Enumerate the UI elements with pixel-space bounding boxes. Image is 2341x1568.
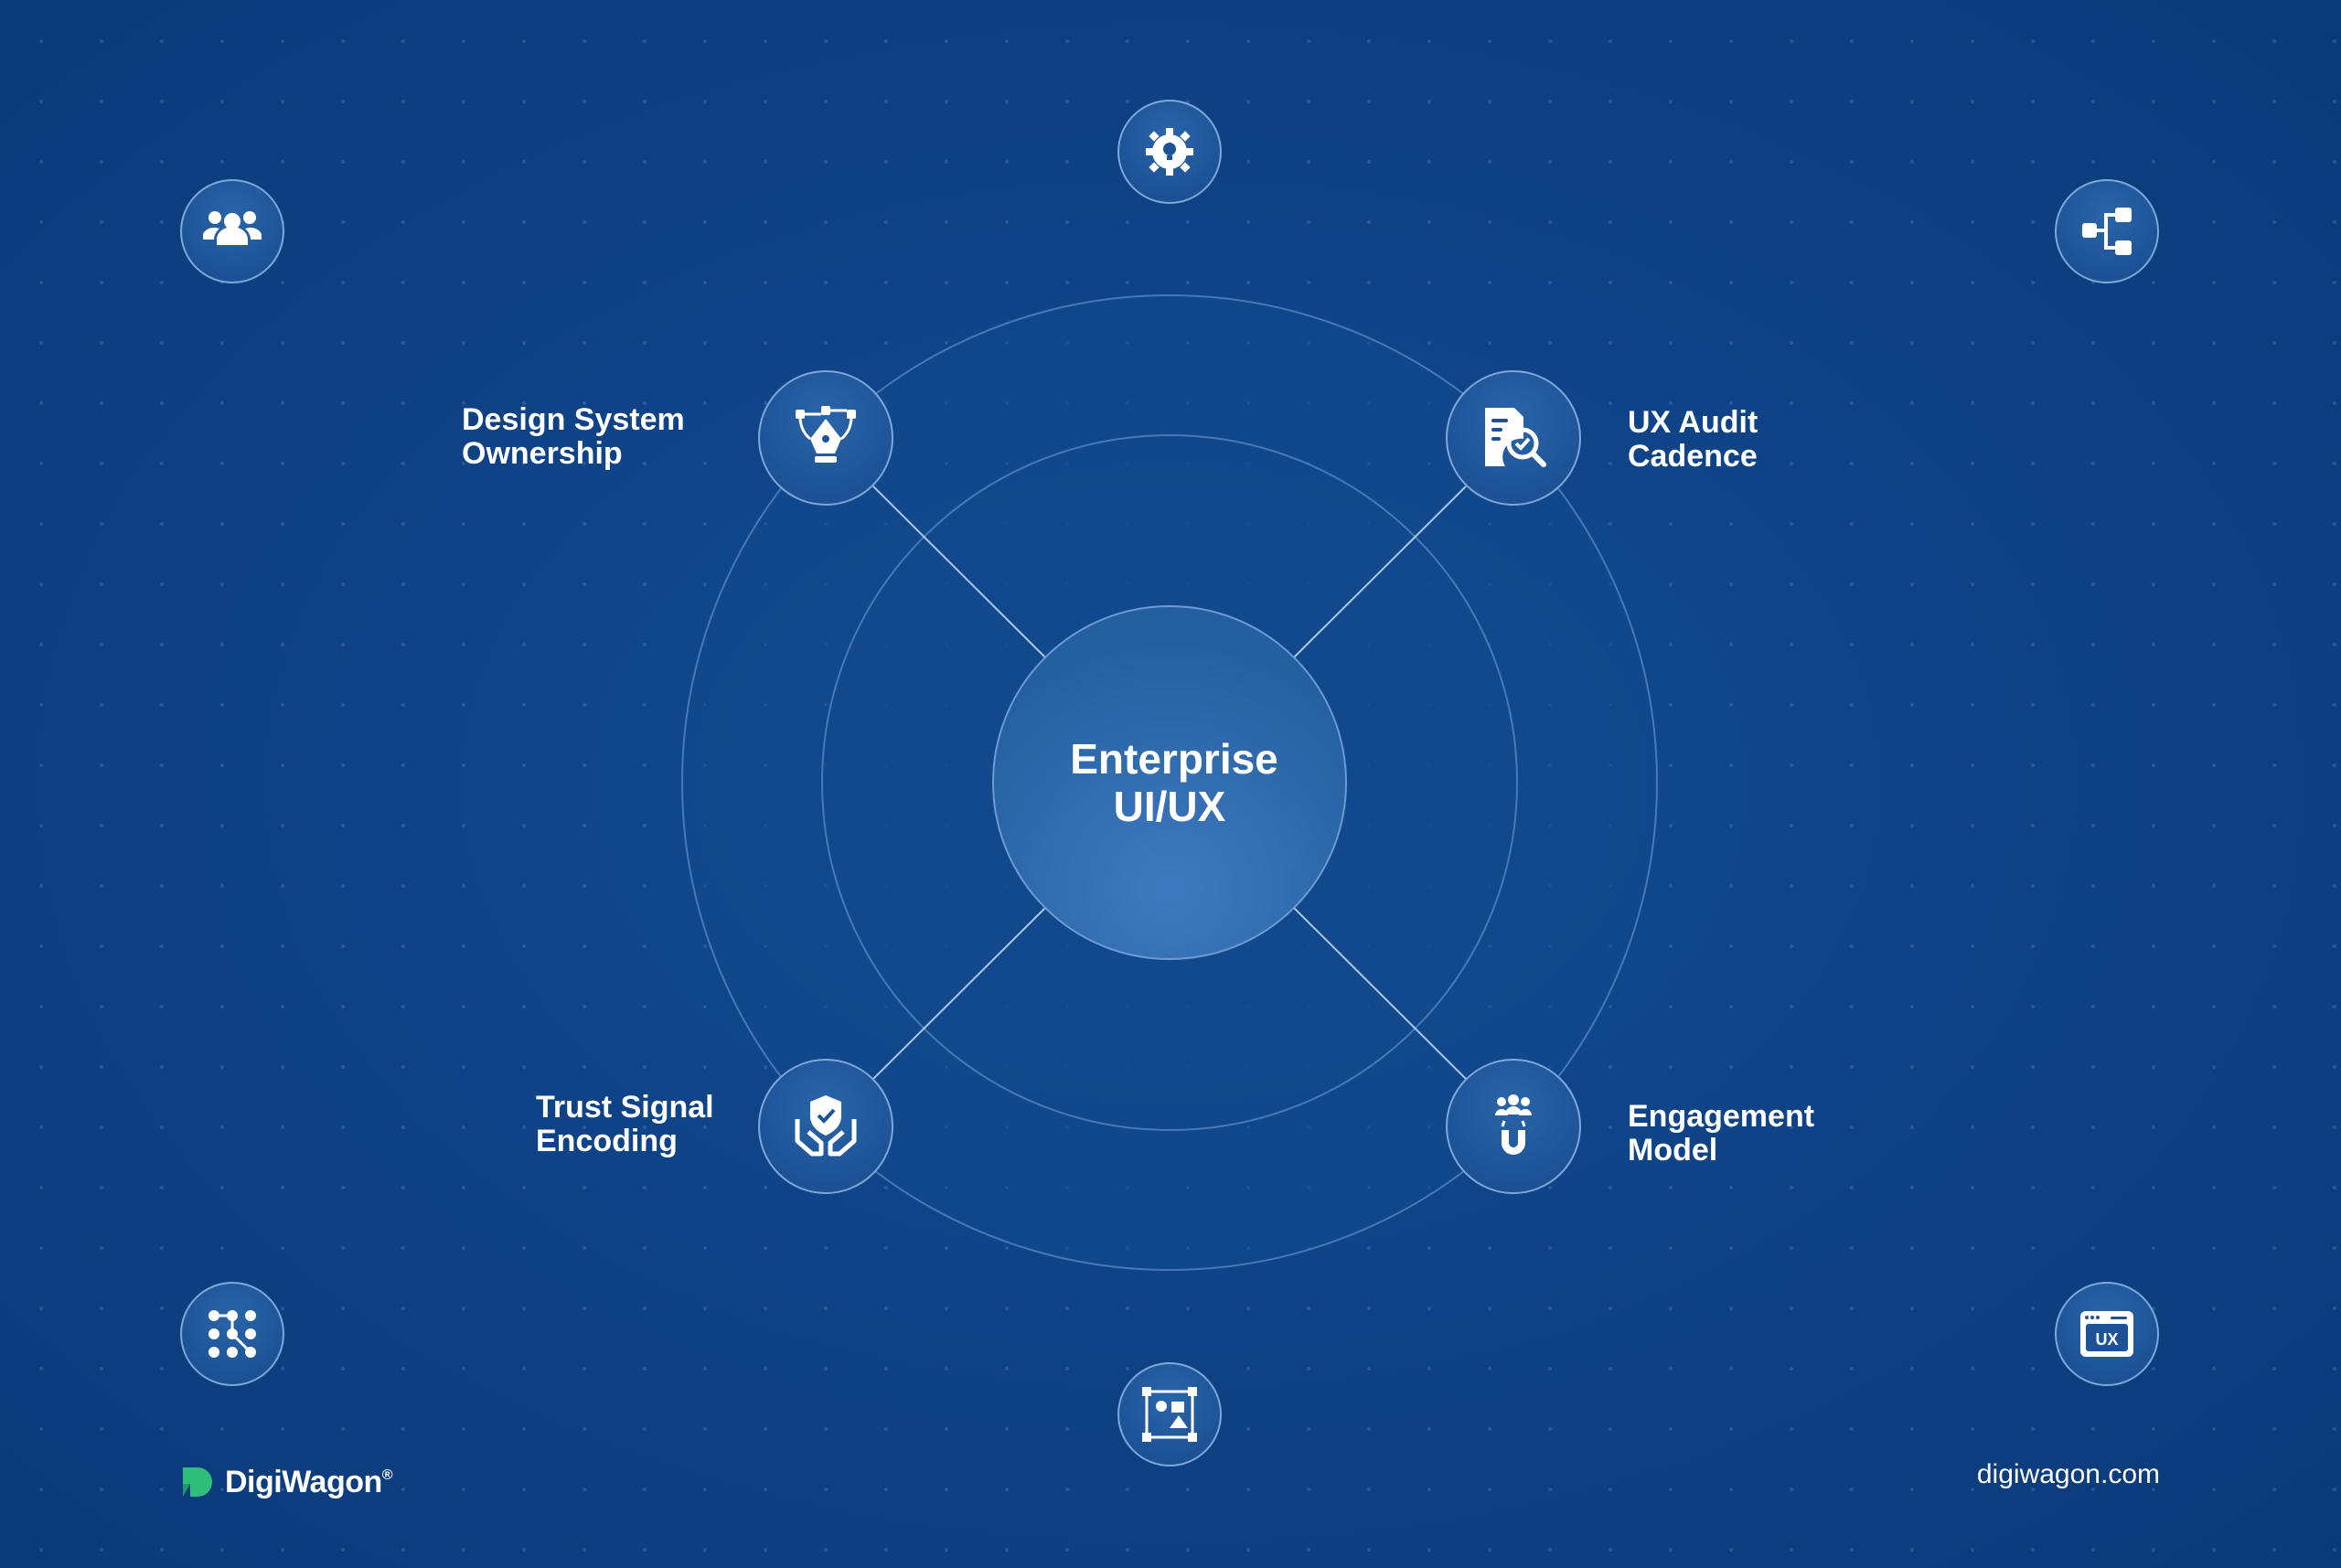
label-engagement: Engagement Model bbox=[1628, 1099, 1815, 1168]
gear-bulb-icon bbox=[1146, 128, 1193, 176]
label-trust-signal: Trust Signal Encoding bbox=[536, 1090, 714, 1158]
gear-bulb-icon-badge bbox=[1117, 100, 1222, 204]
magnet-users-icon bbox=[1495, 1094, 1532, 1155]
label-ux-audit: UX Audit Cadence bbox=[1628, 405, 1758, 474]
ux-window-icon: UX bbox=[2080, 1311, 2133, 1357]
center-title-line2: UI/UX bbox=[1114, 783, 1226, 830]
hierarchy-icon-badge bbox=[2055, 179, 2159, 283]
center-hub bbox=[992, 605, 1347, 960]
website-url: digiwagon.com bbox=[1976, 1459, 2160, 1489]
document-check-icon bbox=[1485, 408, 1546, 467]
team-icon bbox=[203, 211, 262, 245]
shield-hands-icon bbox=[795, 1095, 857, 1157]
wireframe-icon-badge bbox=[1117, 1362, 1222, 1467]
team-icon-badge bbox=[180, 179, 284, 283]
connector-lines bbox=[872, 485, 1467, 1080]
svg-text:UX: UX bbox=[2095, 1330, 2118, 1349]
wireframe-icon bbox=[1142, 1387, 1197, 1442]
ux-window-icon-badge: UX bbox=[2055, 1282, 2159, 1386]
node-engagement bbox=[1446, 1059, 1581, 1194]
node-trust-signal bbox=[758, 1059, 893, 1194]
center-title-line1: Enterprise bbox=[1070, 735, 1278, 783]
hierarchy-icon bbox=[2082, 208, 2132, 255]
brand-name: DigiWagon® bbox=[225, 1464, 393, 1499]
brand-mark-icon bbox=[183, 1467, 212, 1497]
label-design-system: Design System Ownership bbox=[462, 402, 685, 471]
dot-grid-network-icon bbox=[208, 1310, 256, 1358]
node-design-system bbox=[758, 370, 893, 506]
pen-tool-icon bbox=[796, 406, 856, 463]
node-ux-audit bbox=[1446, 370, 1581, 506]
dot-grid-network-icon-badge bbox=[180, 1282, 284, 1386]
brand-logo: DigiWagon® bbox=[179, 1461, 393, 1503]
